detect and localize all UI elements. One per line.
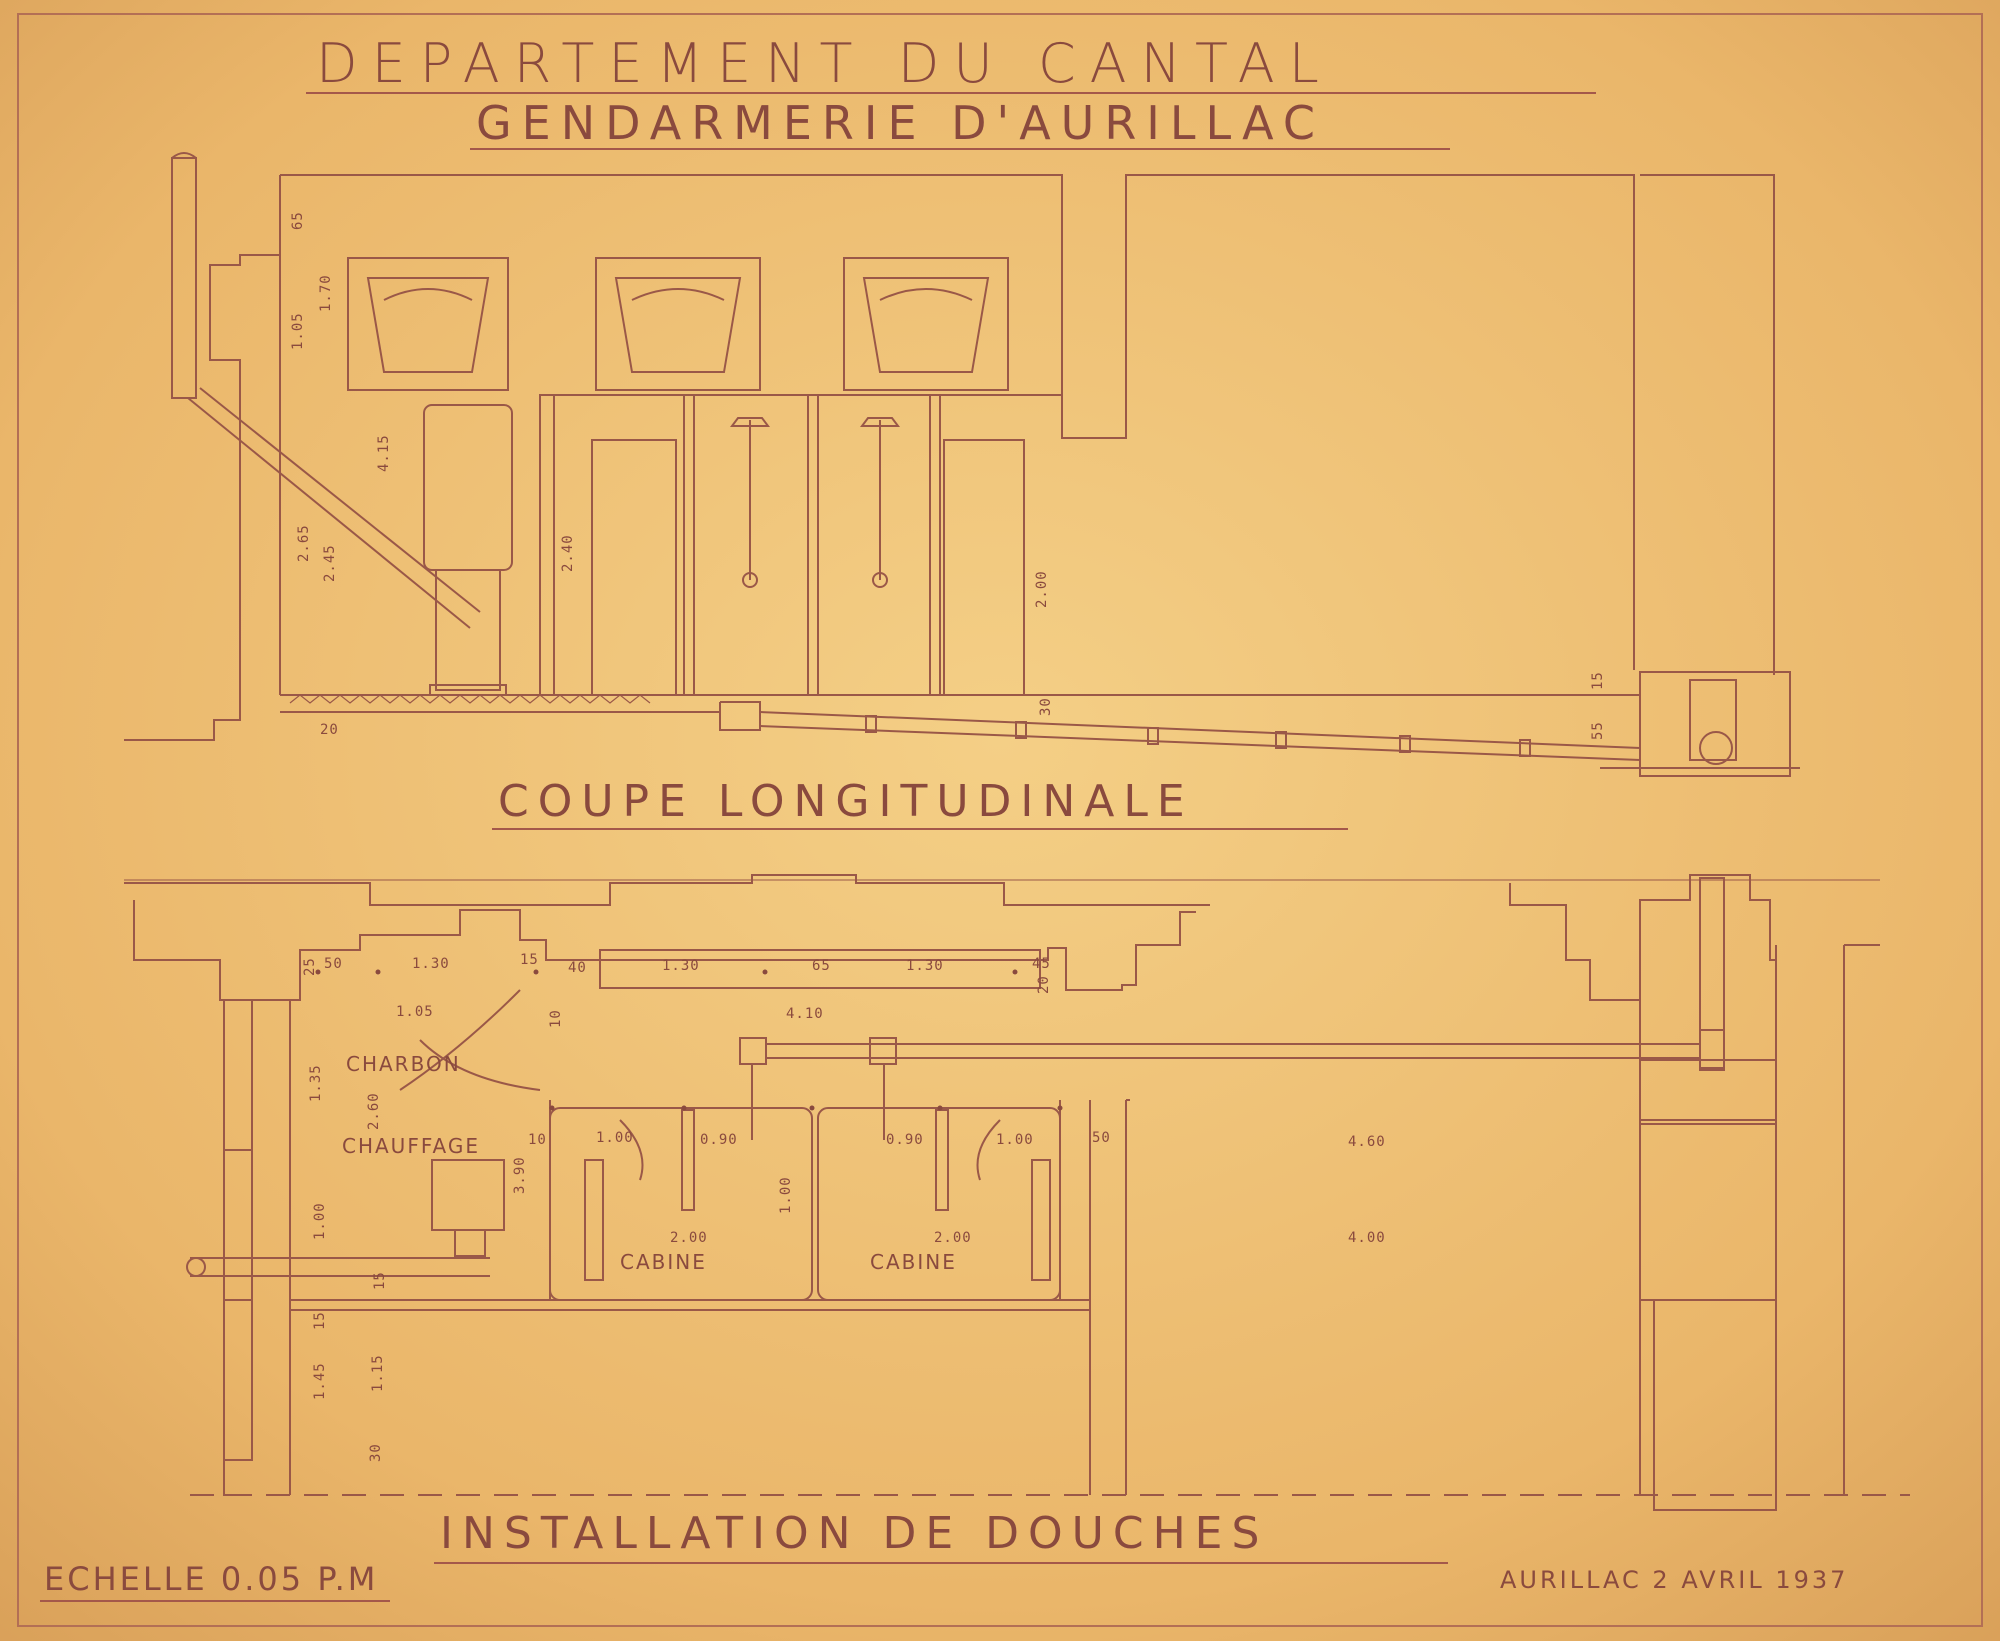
room-cabine-right: CABINE [870, 1250, 957, 1274]
dim-plan: 15 [520, 952, 539, 968]
dim-plan: 30 [368, 1443, 384, 1462]
dim-plan: 10 [548, 1009, 564, 1028]
dim-plan: 4.10 [786, 1006, 824, 1022]
dim-plan: 3.90 [512, 1156, 528, 1194]
dim-plan: 2.00 [934, 1230, 972, 1246]
dim-plan: 20 [1036, 975, 1052, 994]
dim-plan: 4.60 [1348, 1134, 1386, 1150]
section-caption: COUPE LONGITUDINALE [498, 776, 1194, 827]
dim-section: 65 [290, 211, 306, 230]
dim-plan: 1.00 [996, 1132, 1034, 1148]
sheet-title: DEPARTEMENT DU CANTAL [316, 32, 1333, 95]
dim-section: 30 [1038, 697, 1054, 716]
sheet-subtitle: GENDARMERIE D'AURILLAC [476, 96, 1325, 150]
scale-underline [40, 1600, 390, 1602]
dim-section: 20 [320, 722, 339, 738]
dim-plan: 50 [1092, 1130, 1111, 1146]
dim-plan: 2.60 [366, 1092, 382, 1130]
longitudinal-section [124, 152, 1800, 777]
dim-plan: 0.90 [700, 1132, 738, 1148]
dim-plan: 1.30 [906, 958, 944, 974]
subtitle-underline [470, 148, 1450, 150]
dim-plan: 50 [324, 956, 343, 972]
dim-section: 2.65 [296, 524, 312, 562]
dim-plan: 15 [312, 1311, 328, 1330]
dim-plan: 1.00 [312, 1202, 328, 1240]
section-caption-underline [492, 828, 1348, 830]
dim-plan: 1.05 [396, 1004, 434, 1020]
plan-caption: INSTALLATION DE DOUCHES [440, 1508, 1269, 1559]
dim-plan: 1.00 [596, 1130, 634, 1146]
dim-plan: 1.00 [778, 1176, 794, 1214]
dim-plan: 1.30 [412, 956, 450, 972]
dim-plan: 45 [1032, 956, 1051, 972]
dim-plan: 4.00 [1348, 1230, 1386, 1246]
plan-caption-underline [434, 1562, 1448, 1564]
dim-section: 55 [1590, 721, 1606, 740]
dim-section: 1.05 [290, 312, 306, 350]
sheet-border [17, 13, 1983, 1627]
dim-section: 2.45 [322, 544, 338, 582]
dim-plan: 10 [528, 1132, 547, 1148]
scale-label: ECHELLE 0.05 P.M [44, 1560, 379, 1598]
place-date: AURILLAC 2 AVRIL 1937 [1500, 1566, 1849, 1594]
dim-plan: 0.90 [886, 1132, 924, 1148]
title-underline [306, 92, 1596, 94]
dim-plan: 65 [812, 958, 831, 974]
dim-section: 2.40 [560, 534, 576, 572]
dim-plan: 1.30 [662, 958, 700, 974]
plan-view [124, 874, 1910, 1511]
dim-plan: 2.00 [670, 1230, 708, 1246]
dim-section: 2.00 [1034, 570, 1050, 608]
dim-plan: 15 [372, 1271, 388, 1290]
room-cabine-left: CABINE [620, 1250, 707, 1274]
dim-plan: 25 [302, 957, 318, 976]
dim-plan: 40 [568, 960, 587, 976]
room-charbon: CHARBON [346, 1052, 461, 1076]
dim-section: 1.70 [318, 274, 334, 312]
room-chauffage: CHAUFFAGE [342, 1134, 480, 1158]
dimension-dots [315, 969, 1063, 1111]
dim-plan: 1.15 [370, 1354, 386, 1392]
dim-section: 4.15 [376, 434, 392, 472]
dim-plan: 1.45 [312, 1362, 328, 1400]
dim-section: 15 [1590, 671, 1606, 690]
dim-plan: 1.35 [308, 1064, 324, 1102]
